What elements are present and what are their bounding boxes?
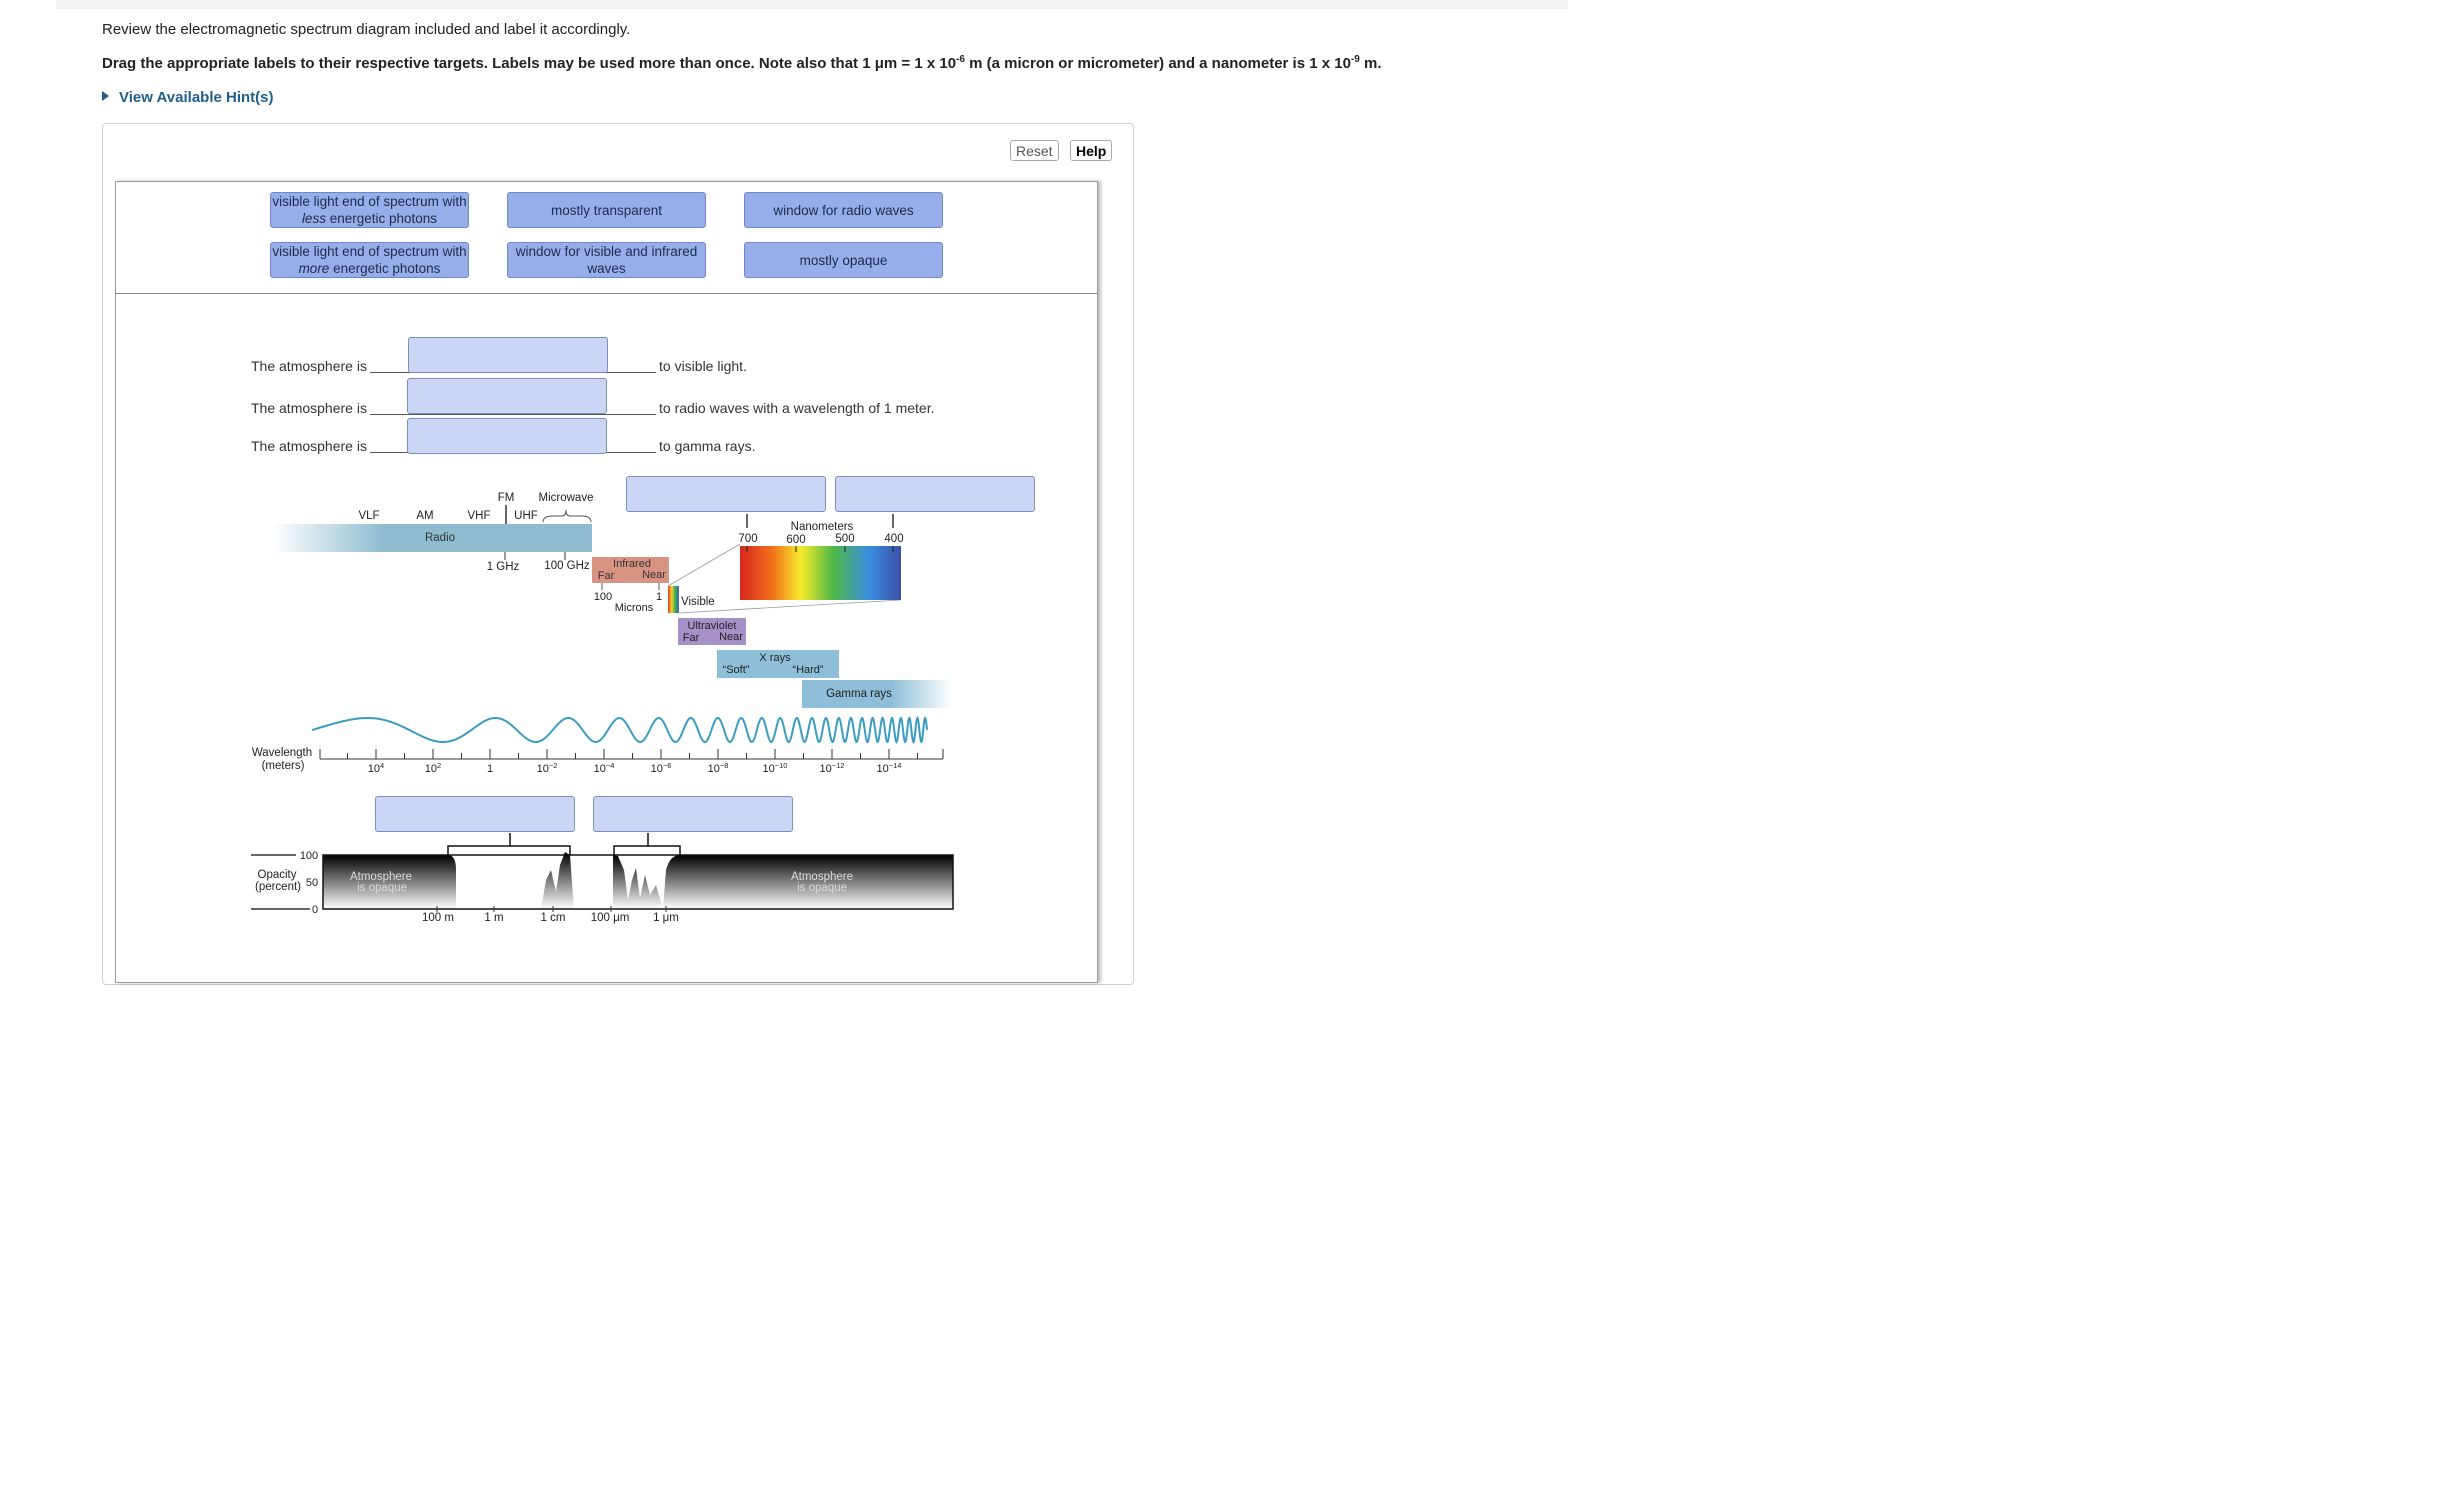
- visible-spectrum-zoom: [740, 546, 901, 600]
- bottom-tick-1m: 1 m: [484, 912, 503, 924]
- intro-text: Review the electromagnetic spectrum diag…: [102, 21, 631, 38]
- wavelength-tick-label: 10−10: [763, 761, 788, 775]
- expand-triangle-icon: [102, 91, 109, 101]
- wavelength-tick-labels: 104 102 1 10−2 10−4 10−6 10−8 10−10 10−12 10−14: [368, 761, 902, 775]
- xray-hard: “Hard”: [792, 664, 824, 676]
- bottom-tick-100m: 100 m: [422, 912, 454, 924]
- label-window-visible-infrared[interactable]: window for visible and infrared waves: [507, 242, 706, 278]
- freq-100ghz: 100 GHz: [544, 560, 590, 572]
- wavelength-tick-label: 102: [425, 761, 441, 775]
- infrared-far: Far: [598, 570, 615, 582]
- microns-1: 1: [656, 591, 662, 603]
- wavelength-unit: (meters): [262, 760, 305, 772]
- band-am: AM: [416, 510, 433, 522]
- label-bank-divider: [115, 293, 1097, 294]
- opaque-right-line1: Atmosphere: [791, 871, 853, 883]
- opacity-tick-0: 0: [312, 904, 318, 916]
- bottom-tick-1cm: 1 cm: [541, 912, 566, 924]
- band-infrared: Infrared: [613, 558, 651, 570]
- nm-tick-700: 700: [738, 533, 757, 545]
- sentence-1-suffix: to visible light.: [659, 358, 747, 374]
- label-window-radio[interactable]: window for radio waves: [744, 192, 943, 228]
- drop-target-visible[interactable]: [408, 337, 608, 373]
- bottom-tick-1um: 1 μm: [653, 912, 679, 924]
- opacity-region-mid: [541, 852, 574, 909]
- label-mostly-transparent[interactable]: mostly transparent: [507, 192, 706, 228]
- freq-1ghz: 1 GHz: [487, 561, 520, 573]
- wavelength-ticks: [347, 749, 918, 759]
- band-xrays: X rays: [759, 652, 791, 664]
- xray-soft: “Soft”: [723, 664, 750, 676]
- bottom-tick-100um: 100 μm: [591, 912, 630, 924]
- wavelength-tick-label: 10−2: [537, 761, 558, 775]
- band-microwave: Microwave: [539, 492, 594, 504]
- uv-far: Far: [683, 632, 700, 644]
- opaque-right-line2: is opaque: [797, 882, 847, 894]
- wavelength-label: Wavelength: [252, 747, 312, 759]
- opacity-region-left: [323, 855, 456, 909]
- nm-tick-600: 600: [786, 534, 805, 546]
- top-bar: [56, 0, 1568, 9]
- wavelength-tick-label: 10−6: [651, 761, 672, 775]
- instructions-text: Drag the appropriate labels to their res…: [102, 54, 1382, 72]
- wavelength-tick-label: 10−4: [594, 761, 615, 775]
- reset-button[interactable]: Reset: [1010, 140, 1059, 161]
- nanometers-label: Nanometers: [791, 521, 854, 533]
- opacity-label: Opacity: [258, 869, 297, 881]
- view-hints-link[interactable]: View Available Hint(s): [102, 89, 274, 106]
- opaque-left-line2: is opaque: [357, 882, 407, 894]
- nm-tick-400: 400: [884, 533, 903, 545]
- microns-label: Microns: [615, 602, 654, 614]
- wavelength-tick-label: 10−8: [708, 761, 729, 775]
- wave-curve: [311, 715, 928, 745]
- microns-100: 100: [594, 591, 612, 603]
- opacity-unit: (percent): [255, 881, 301, 893]
- drop-target-radio[interactable]: [407, 378, 607, 414]
- wavelength-tick-label: 1: [487, 763, 493, 775]
- help-button[interactable]: Help: [1070, 140, 1113, 161]
- xray-band: [717, 650, 839, 678]
- band-vhf: VHF: [468, 510, 491, 522]
- wavelength-tick-label: 10−14: [877, 761, 902, 775]
- sentence-3-prefix: The atmosphere is: [251, 438, 367, 454]
- ultraviolet-band: [678, 618, 746, 645]
- spectrum-diagram: VLF AM VHF FM UHF Microwave Radio 1 GHz …: [251, 492, 954, 924]
- band-fm: FM: [498, 492, 515, 504]
- band-ultraviolet: Ultraviolet: [688, 620, 737, 632]
- visible-band-small: [668, 586, 679, 613]
- opacity-tick-100: 100: [300, 850, 318, 862]
- nm-tick-500: 500: [835, 533, 854, 545]
- band-vlf: VLF: [358, 510, 379, 522]
- sentence-2-suffix: to radio waves with a wavelength of 1 me…: [659, 400, 935, 416]
- label-mostly-opaque[interactable]: mostly opaque: [744, 242, 943, 278]
- drop-target-spectrum-red-end[interactable]: [626, 476, 826, 512]
- band-visible: Visible: [681, 596, 715, 608]
- drop-target-spectrum-violet-end[interactable]: [835, 476, 1035, 512]
- uv-near: Near: [719, 631, 743, 643]
- wavelength-tick-label: 10−12: [820, 761, 845, 775]
- sentence-3-suffix: to gamma rays.: [659, 438, 756, 454]
- gamma-band: [802, 680, 952, 708]
- radio-band: [272, 524, 592, 552]
- drop-target-visible-ir-window[interactable]: [593, 796, 793, 832]
- band-radio: Radio: [425, 532, 455, 544]
- opacity-tick-50: 50: [306, 877, 318, 889]
- drop-target-radio-window[interactable]: [375, 796, 575, 832]
- infrared-band: [592, 557, 669, 583]
- sentence-2-blank: [370, 414, 656, 415]
- opacity-region-right: [613, 855, 953, 909]
- opaque-left-line1: Atmosphere: [350, 871, 412, 883]
- infrared-near: Near: [642, 569, 666, 581]
- sentence-1-prefix: The atmosphere is: [251, 358, 367, 374]
- band-gamma: Gamma rays: [826, 688, 892, 700]
- band-uhf: UHF: [514, 510, 538, 522]
- sentence-2-prefix: The atmosphere is: [251, 400, 367, 416]
- drop-target-gamma[interactable]: [407, 418, 607, 454]
- wavelength-tick-label: 104: [368, 761, 384, 775]
